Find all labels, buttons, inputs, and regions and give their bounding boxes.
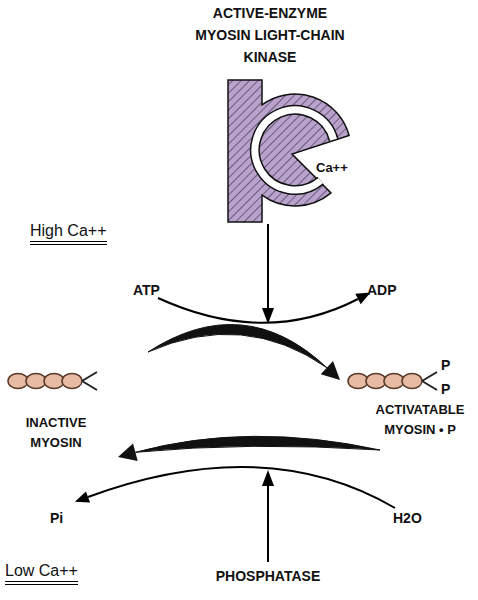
substrate-label: H2O (393, 510, 422, 526)
reaction-arrowhead (321, 361, 340, 380)
reaction-arrow (118, 436, 380, 461)
atp-adp-arc (158, 298, 358, 323)
inactive-myosin: INACTIVE MYOSIN (6, 345, 148, 457)
myosin-head-fork (422, 372, 437, 390)
reaction-arrow-body (148, 324, 327, 367)
substrate-label: ATP (133, 282, 160, 298)
product-label: ADP (367, 282, 397, 298)
activatable-myosin: ACTIVATABLE MYOSIN • P (340, 345, 478, 450)
myosin-head-fork (82, 372, 97, 390)
myosin-segment (8, 374, 28, 389)
condition-label: Low Ca++ (5, 562, 78, 585)
reaction-arrowhead (118, 444, 138, 461)
reaction-arrow-body (135, 436, 380, 452)
calcium-ion: Ca++ (316, 160, 350, 175)
inactive-myosin-molecule (8, 372, 97, 390)
water-phosphate-arc (88, 467, 395, 508)
product-label: Pi (50, 510, 63, 526)
enzyme-heading: ACTIVE-ENZYME MYOSIN LIGHT-CHAIN KINASE (184, 2, 356, 68)
myosin-segment (384, 374, 404, 389)
phosphate-mark: P (441, 357, 450, 373)
activatable-myosin-molecule (348, 372, 437, 390)
myosin-segment (44, 374, 64, 389)
binding-site-ring (255, 110, 334, 190)
kinase-outline (228, 80, 349, 222)
myosin-segment (348, 374, 368, 389)
kinase-enzyme: ACTIVE-ENZYME MYOSIN LIGHT-CHAIN KINASEC… (226, 78, 350, 224)
reaction-arrow (148, 324, 340, 380)
binding-site-ring (255, 110, 334, 190)
myosin-segment (26, 374, 46, 389)
myosin-segment (62, 374, 82, 389)
myosin-segment (402, 374, 422, 389)
kinase-arrow (267, 224, 269, 310)
myosin-name: INACTIVE MYOSIN (6, 413, 106, 453)
enzyme-label: PHOSPHATASE (208, 568, 328, 584)
phosphatase-arrow (267, 484, 269, 562)
condition-label: High Ca++ (30, 222, 107, 245)
myosin-segment (366, 374, 386, 389)
phosphate-mark: P (441, 381, 450, 397)
phosphatase-arrowhead (262, 470, 274, 486)
kinase-shape (226, 78, 350, 224)
myosin-name: ACTIVATABLE MYOSIN • P (360, 400, 478, 440)
phosphate-arrowhead (75, 491, 90, 502)
